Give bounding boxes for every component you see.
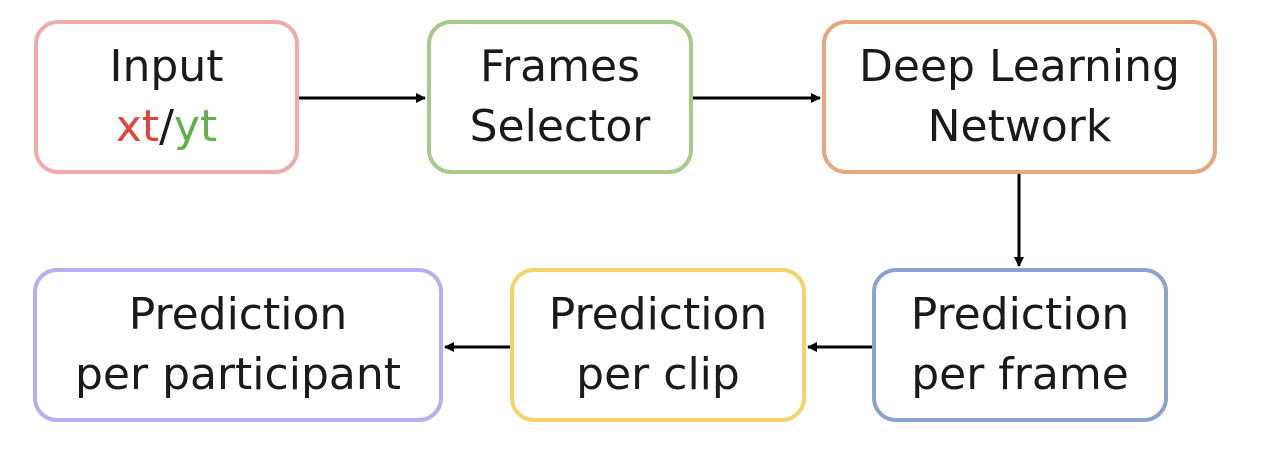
- prediction-frame-line2: per frame: [911, 349, 1129, 400]
- prediction-per-clip-box: Prediction per clip: [510, 268, 806, 422]
- prediction-clip-line2: per clip: [576, 349, 740, 400]
- input-box: Input xt/yt: [34, 20, 299, 174]
- prediction-frame-line1: Prediction: [910, 289, 1130, 340]
- slash-separator: /: [159, 101, 174, 152]
- frames-selector-box: Frames Selector: [427, 20, 693, 174]
- frames-selector-line1: Frames: [479, 41, 640, 92]
- deep-learning-network-box: Deep Learning Network: [822, 20, 1217, 174]
- frames-selector-line2: Selector: [469, 101, 651, 152]
- input-title: Input: [109, 41, 224, 92]
- input-variables: xt/yt: [116, 97, 217, 157]
- deep-learning-line1: Deep Learning: [859, 41, 1180, 92]
- xt-label: xt: [115, 101, 160, 152]
- deep-learning-line2: Network: [927, 101, 1112, 152]
- prediction-per-frame-box: Prediction per frame: [872, 268, 1168, 422]
- prediction-participant-line2: per participant: [75, 349, 401, 400]
- prediction-clip-line1: Prediction: [548, 289, 768, 340]
- prediction-participant-line1: Prediction: [128, 289, 348, 340]
- prediction-per-participant-box: Prediction per participant: [33, 268, 443, 422]
- yt-label: yt: [173, 101, 218, 152]
